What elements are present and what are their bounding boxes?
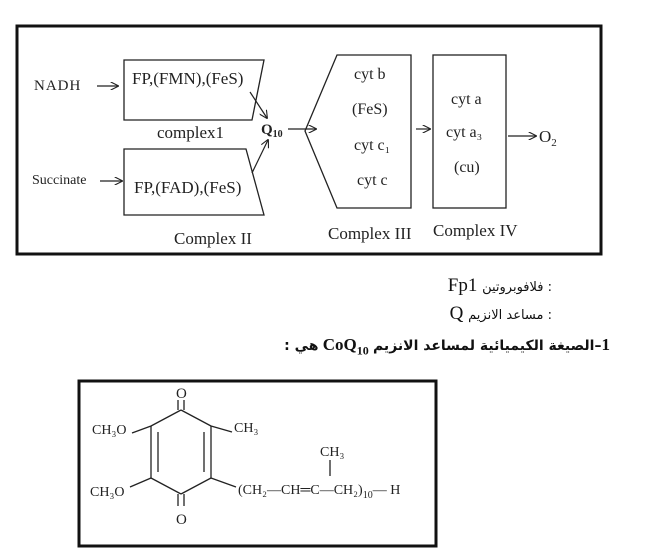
bottom-oxygen: O xyxy=(176,512,187,528)
ring-methyl: CH₃ xyxy=(234,421,258,436)
complex4-line-1: cyt a xyxy=(451,91,482,108)
question-1-suffix: هي : xyxy=(284,338,319,354)
note-flavoprotein-term: Fp1 xyxy=(447,275,478,296)
diagram-frame xyxy=(15,24,603,256)
complex1-label: complex1 xyxy=(157,123,224,142)
electron-transport-diagram: NADH Succinate FP,(FMN),(FeS) complex1 F… xyxy=(15,24,603,256)
complex1-to-q-arrow xyxy=(249,91,267,118)
complex1-box-text: FP,(FMN),(FeS) xyxy=(132,69,243,88)
note-flavoprotein-def: : فلافوبروتين xyxy=(482,280,552,295)
complex3-label: Complex III xyxy=(328,224,412,243)
quinone-ring xyxy=(129,400,331,506)
note-coenzyme-def: : مساعد الانزيم xyxy=(468,308,552,323)
complex3-line-2: (FeS) xyxy=(352,101,388,118)
succinate-label: Succinate xyxy=(32,173,86,188)
complex3-box xyxy=(304,54,412,209)
complex3-line-1: cyt b xyxy=(354,66,386,83)
question-1-number: 1 xyxy=(601,335,611,354)
complex4-line-3: (cu) xyxy=(454,159,480,176)
complex3-line-4: cyt c xyxy=(357,172,388,189)
complex2-label: Complex II xyxy=(174,229,252,248)
side-chain-methyl: CH₃ xyxy=(320,445,344,460)
complex3-line-3: cyt c₁ xyxy=(354,137,390,154)
structure-frame xyxy=(77,379,438,548)
complex1-box xyxy=(123,59,265,121)
note-coenzyme: : مساعد الانزيم Q xyxy=(450,303,552,325)
complex2-to-q-arrow xyxy=(251,140,268,174)
o2-label: O2 xyxy=(539,127,557,149)
complex4-box xyxy=(432,54,507,209)
methoxy-bottom: CH₃O xyxy=(90,485,124,500)
note-coenzyme-term: Q xyxy=(449,303,464,324)
complex2-box xyxy=(123,148,265,216)
side-chain: (CH₂—CH═C—CH₂)10— H xyxy=(238,483,400,501)
q10-label: Q10 xyxy=(261,122,283,140)
complex4-label: Complex IV xyxy=(433,221,518,240)
complex4-line-2: cyt a₃ xyxy=(446,124,482,141)
question-1: 1–الصيغة الكيميائية لمساعد الانزيم CoQ10… xyxy=(284,335,610,358)
coq10-structure: O O CH₃O CH₃O CH₃ CH₃ (CH₂—CH═C—CH₂)10— … xyxy=(77,379,438,548)
question-1-formula: CoQ10 xyxy=(322,335,369,358)
nadh-label: NADH xyxy=(34,78,81,94)
top-oxygen: O xyxy=(176,386,187,402)
complex2-box-text: FP,(FAD),(FeS) xyxy=(134,178,241,197)
question-1-text: –الصيغة الكيميائية لمساعد الانزيم xyxy=(372,338,602,354)
note-flavoprotein: : فلافوبروتين Fp1 xyxy=(448,275,552,297)
methoxy-top: CH₃O xyxy=(92,423,126,438)
